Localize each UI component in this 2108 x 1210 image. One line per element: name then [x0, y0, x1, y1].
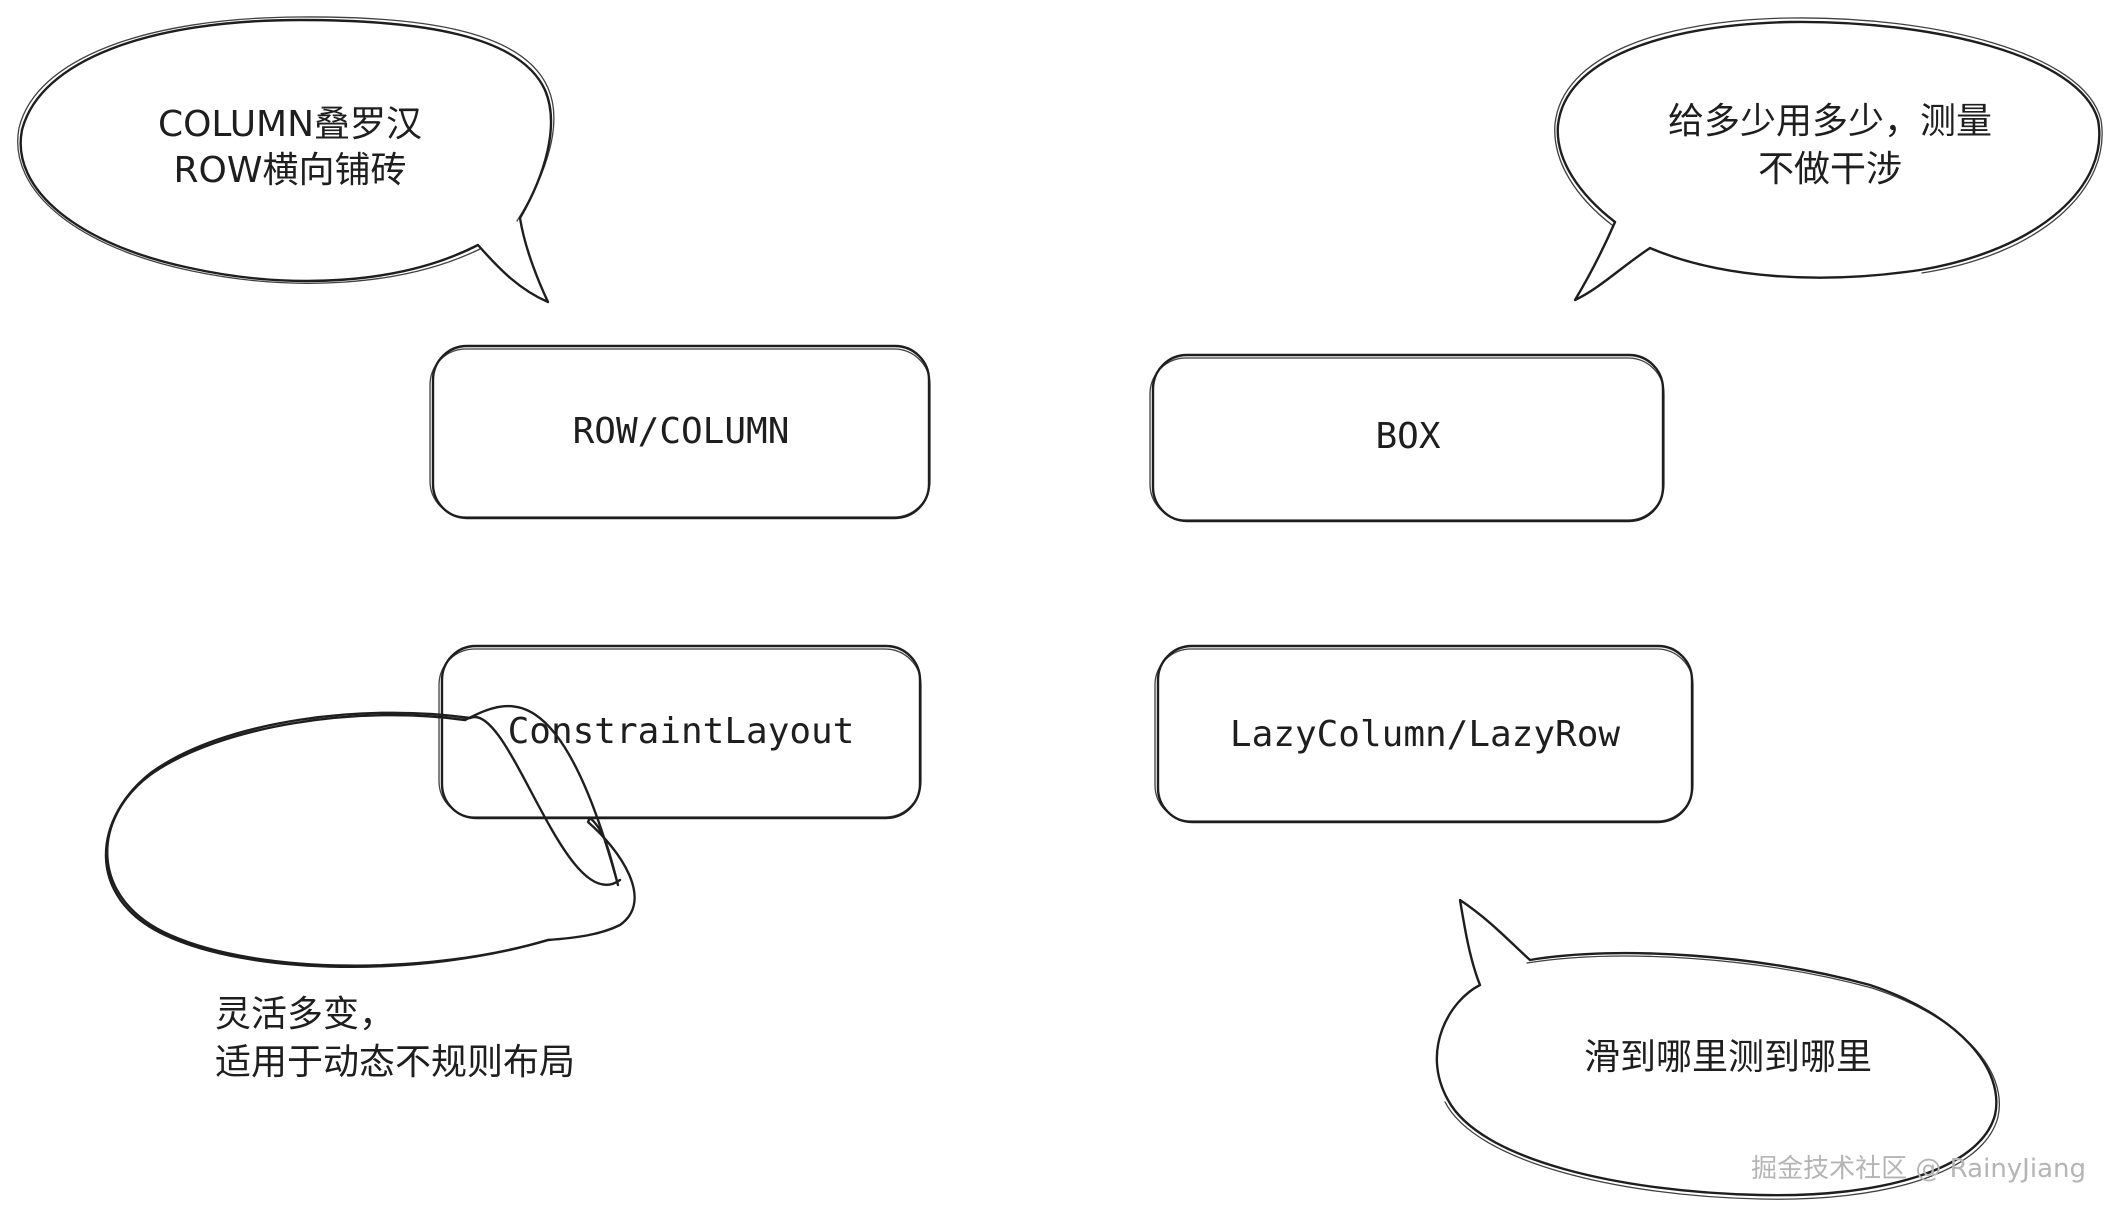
bubble-lazy-line-1: 滑到哪里测到哪里 — [1584, 1037, 1872, 1078]
watermark-text: 掘金技术社区 @ RainyJiang — [1751, 1154, 2086, 1184]
bubble-constraint-note: 灵活多变， 适用于动态不规则布局 — [104, 704, 636, 1083]
bubble-box-note: 给多少用多少，测量 不做干涉 — [1554, 17, 2103, 302]
box-constraint-layout[interactable]: ConstraintLayout — [438, 644, 922, 820]
box-lazy-column-row[interactable]: LazyColumn/LazyRow — [1154, 644, 1694, 824]
box-constraint-layout-label: ConstraintLayout — [508, 711, 855, 752]
bubble-box-line-1: 给多少用多少，测量 — [1668, 101, 1992, 142]
box-lazy-column-row-label: LazyColumn/LazyRow — [1230, 714, 1620, 755]
box-row-column-label: ROW/COLUMN — [573, 411, 790, 452]
bubble-row-column-line-2: ROW横向铺砖 — [174, 150, 407, 191]
box-row-column[interactable]: ROW/COLUMN — [429, 344, 931, 520]
bubble-constraint-line-2: 适用于动态不规则布局 — [215, 1042, 575, 1083]
bubble-constraint-line-1: 灵活多变， — [215, 994, 395, 1035]
bubble-box-line-2: 不做干涉 — [1758, 149, 1902, 190]
bubble-row-column-note: COLUMN叠罗汉 ROW横向铺砖 — [17, 16, 555, 304]
box-box-label: BOX — [1375, 416, 1440, 457]
bubble-lazy-note: 滑到哪里测到哪里 — [1435, 898, 2000, 1200]
bubble-row-column-line-1: COLUMN叠罗汉 — [158, 104, 422, 145]
box-box[interactable]: BOX — [1149, 353, 1665, 523]
